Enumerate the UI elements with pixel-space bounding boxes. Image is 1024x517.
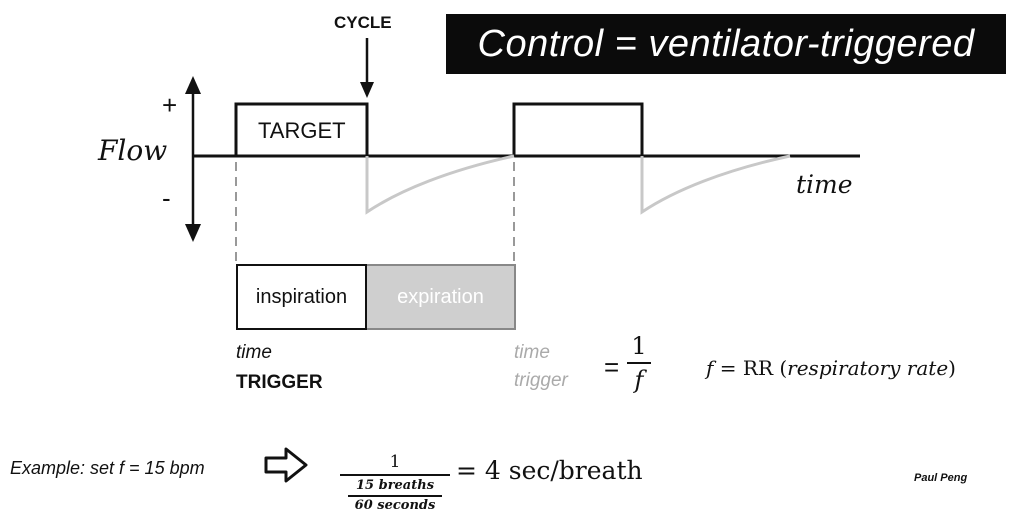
flow-axis-arrow-up (185, 76, 201, 94)
inspiration-pulse-1 (234, 102, 369, 156)
rr-close: ) (948, 356, 956, 380)
example-inner-denominator: 60 seconds (354, 497, 436, 513)
time-axis-label: time (796, 170, 853, 199)
fraction-numerator: 1 (631, 332, 647, 360)
flow-axis-arrow-down (185, 224, 201, 242)
expiration-curve-1 (365, 154, 515, 215)
one-over-f-fraction: 1 f (627, 332, 651, 394)
cycle-label: CYCLE (334, 13, 392, 32)
inspiration-box: inspiration (236, 264, 367, 330)
target-label: TARGET (258, 118, 346, 143)
inspiration-pulse-2 (512, 102, 644, 156)
example-inner-numerator: 15 breaths (355, 478, 435, 493)
cycle-arrowhead (360, 82, 374, 98)
example-fraction-bar (340, 474, 450, 476)
flow-axis-label: Flow (98, 134, 168, 167)
rr-equals: = RR ( (713, 356, 788, 380)
grey-time-label: time (514, 342, 550, 363)
rr-variable: f (706, 356, 714, 380)
fraction-denominator: f (634, 366, 644, 394)
example-numerator: 1 (389, 452, 401, 472)
grey-trigger-label: trigger (514, 370, 568, 391)
example-text: Example: set f = 15 bpm (10, 458, 205, 478)
fraction-bar (627, 362, 651, 364)
example-inner-bar (348, 495, 442, 497)
time-trigger-label-time: time (236, 342, 272, 363)
example-result: = 4 sec/breath (456, 456, 643, 485)
example-fraction: 1 15 breaths 60 seconds (340, 452, 450, 514)
rr-description: respiratory rate (787, 356, 949, 380)
title-banner: Control = ventilator-triggered (446, 14, 1006, 74)
expiration-curve-2 (640, 154, 791, 215)
equals-sign: = (604, 352, 620, 382)
time-trigger-label-trigger: TRIGGER (236, 372, 323, 393)
right-arrow-icon (262, 446, 310, 489)
expiration-box: expiration (367, 264, 516, 330)
rr-definition: f = RR (respiratory rate) (706, 356, 956, 380)
minus-label: - (162, 183, 171, 213)
author-signature: Paul Peng (914, 472, 968, 484)
plus-label: + (162, 90, 178, 120)
